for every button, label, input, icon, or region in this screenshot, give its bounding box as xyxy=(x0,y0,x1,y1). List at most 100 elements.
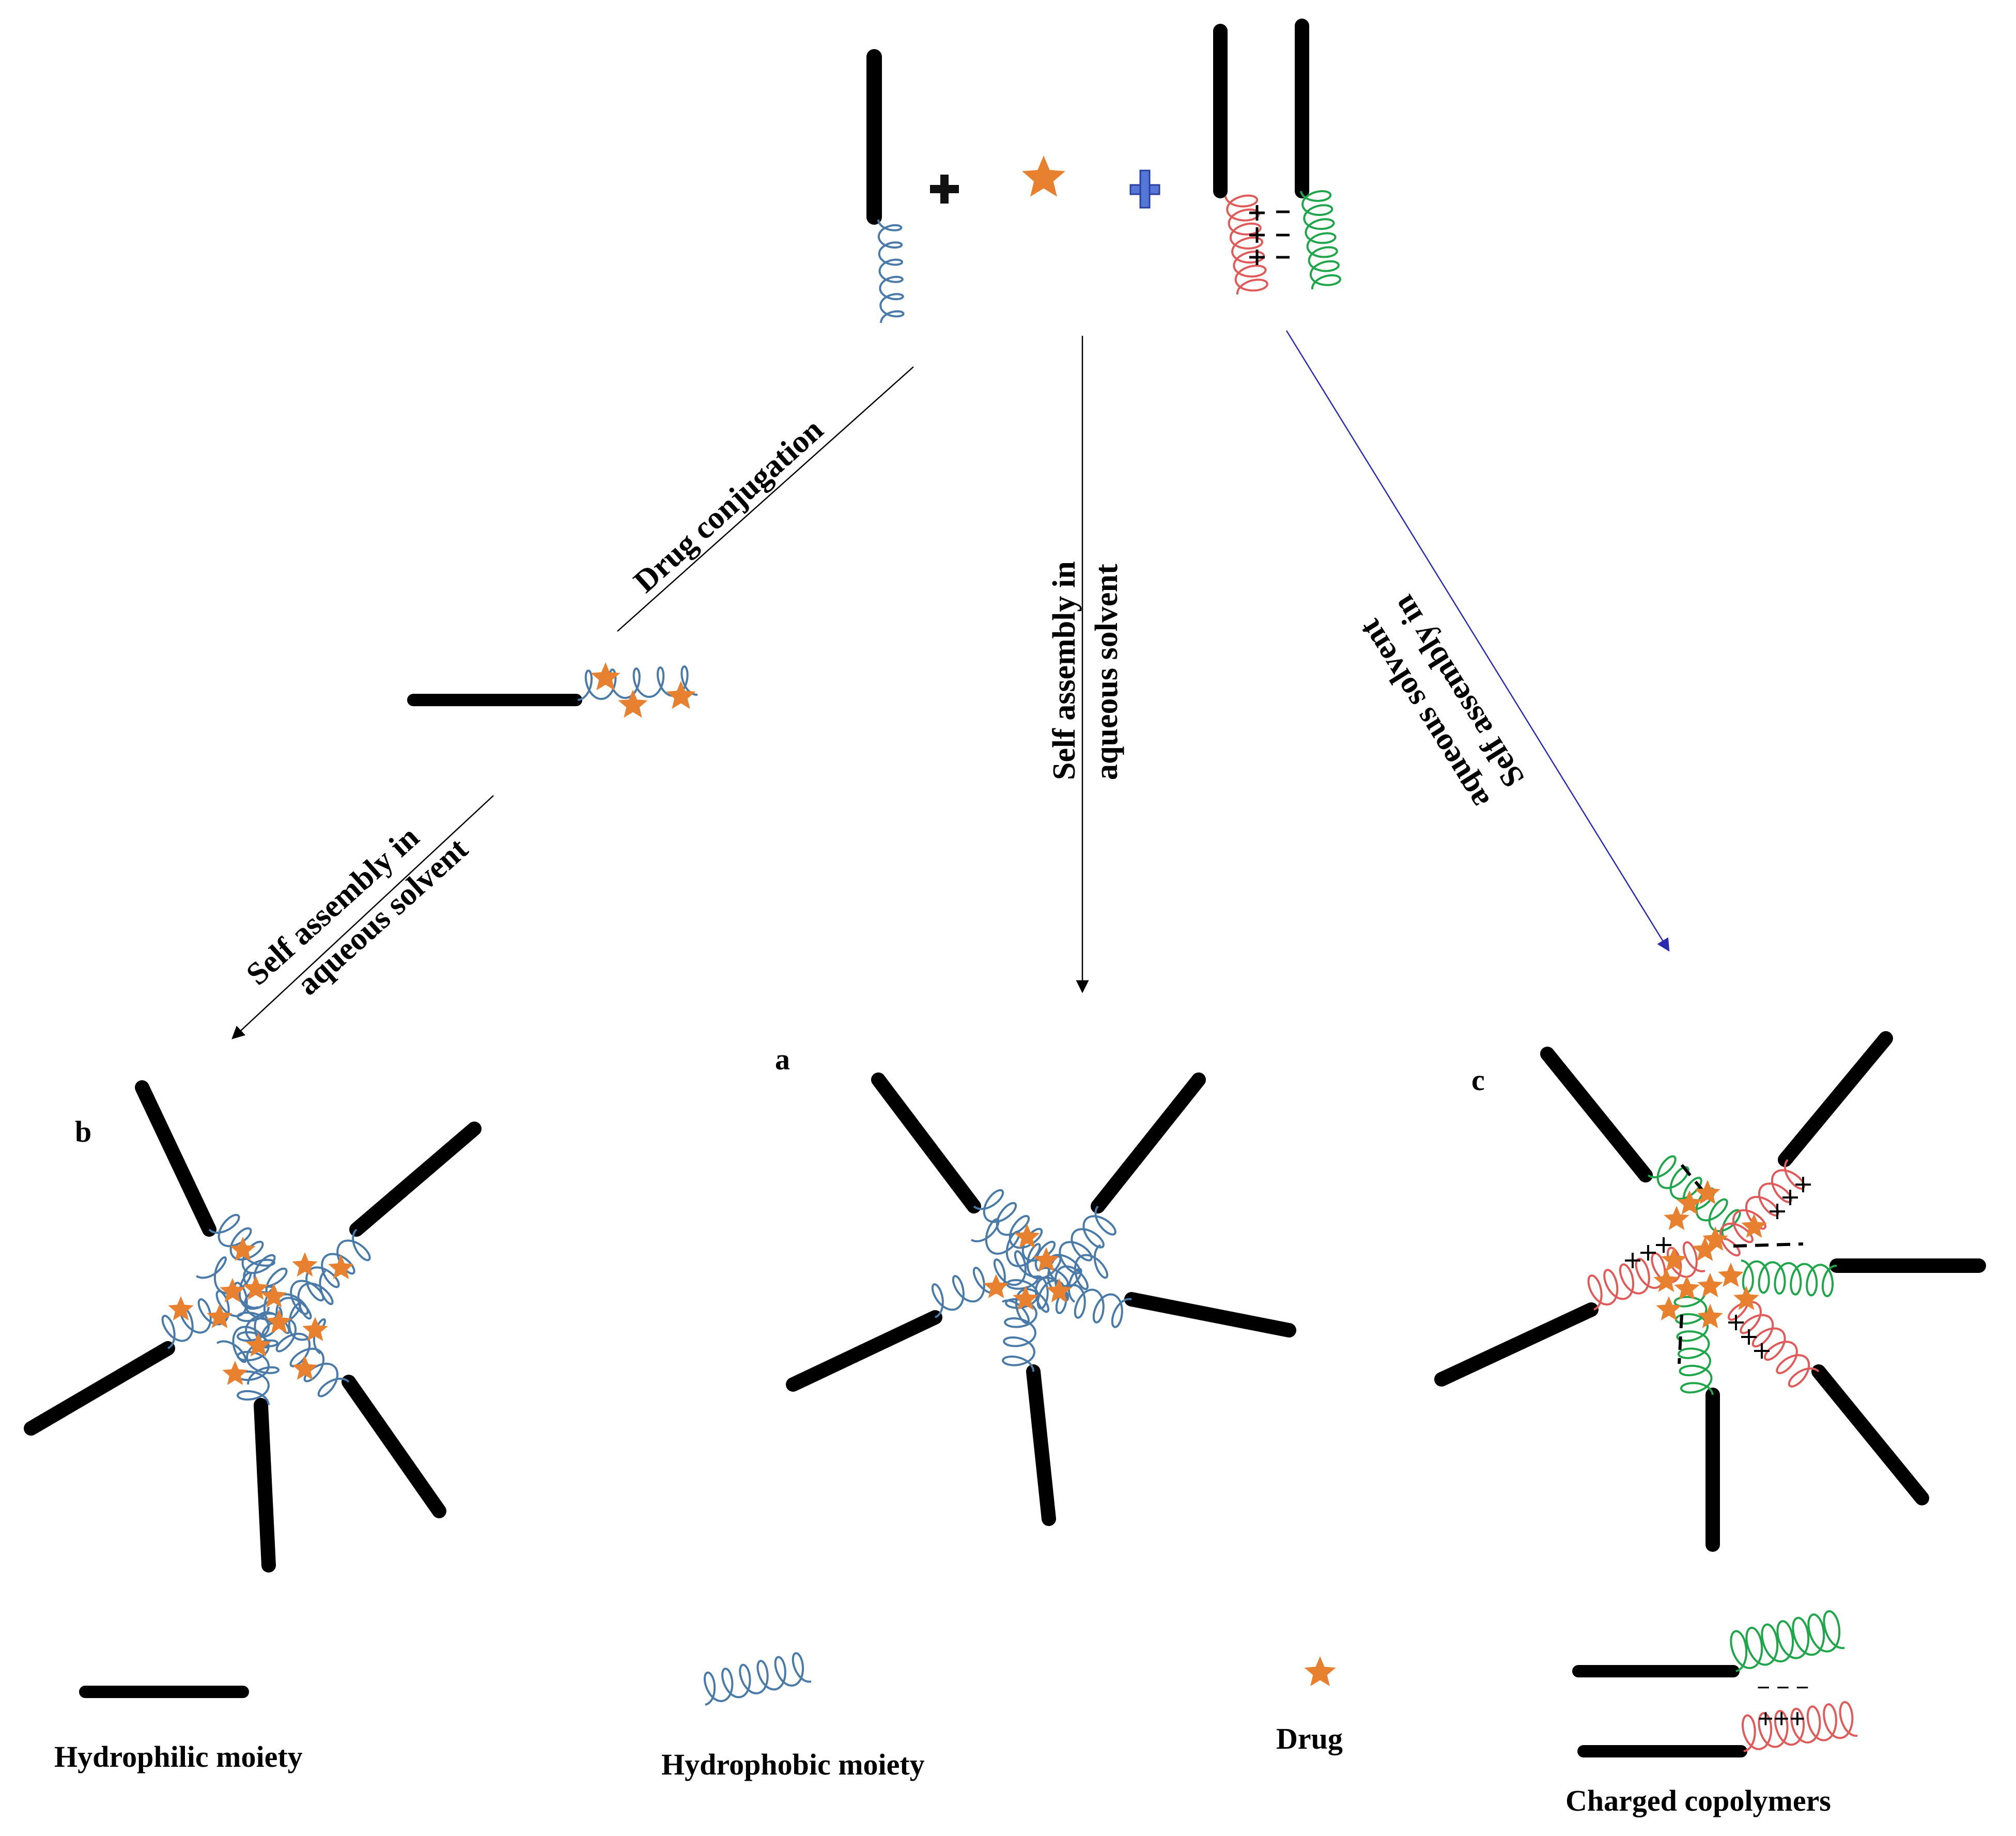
drug-star xyxy=(1697,1273,1723,1297)
svg-text:aqueous solvent: aqueous solvent xyxy=(1089,564,1124,780)
hydrophobic-coil xyxy=(703,1652,812,1706)
legend-hydrophobic: Hydrophobic moiety xyxy=(661,1652,925,1781)
svg-text:Self assembly in: Self assembly in xyxy=(1047,561,1082,780)
anionic-coil xyxy=(1647,1155,1741,1241)
drug-star xyxy=(1677,1190,1702,1215)
drug-star xyxy=(243,1275,269,1300)
cationic-coil xyxy=(1224,194,1268,294)
drug-star xyxy=(220,1278,245,1302)
diblock-copolymer-top xyxy=(866,49,905,323)
drug-cluster xyxy=(983,1224,1072,1310)
drug-star xyxy=(1022,155,1065,197)
anionic-coil xyxy=(1300,190,1342,289)
cationic-coil xyxy=(1587,1241,1705,1311)
drug-star xyxy=(1656,1296,1682,1320)
drug-star xyxy=(1674,1275,1700,1300)
legend-charged-copolymers: − − − +++ Charged copolymers xyxy=(1565,1610,1857,1817)
drug-star xyxy=(1014,1224,1040,1248)
hydrophobic-coil xyxy=(577,665,698,701)
plus-icon xyxy=(1129,169,1160,209)
drug-star xyxy=(1718,1263,1744,1287)
hydrophobic-coil xyxy=(1002,1275,1040,1372)
drug-star xyxy=(591,662,621,691)
drug-star xyxy=(328,1255,354,1279)
hydrophobic-coil xyxy=(931,1250,1039,1318)
svg-text:Hydrophobic moiety: Hydrophobic moiety xyxy=(661,1748,925,1781)
drug-star xyxy=(1692,1237,1718,1261)
drug-conjugation-line xyxy=(617,366,914,632)
panel-label-c: c xyxy=(1471,1063,1485,1097)
drug-star xyxy=(292,1356,318,1380)
drug-star xyxy=(1695,1180,1720,1204)
hydrophobic-coil xyxy=(1002,1244,1109,1325)
drug-star xyxy=(1033,1247,1059,1271)
svg-text:− − −: − − − xyxy=(1757,1674,1809,1701)
drug-star xyxy=(618,690,648,718)
drug-conjugation-label: Drug conjugation xyxy=(627,412,830,600)
svg-text:Charged copolymers: Charged copolymers xyxy=(1565,1784,1831,1817)
drug-star xyxy=(1733,1286,1759,1310)
drug-star xyxy=(591,662,621,691)
svg-text:+++: +++ xyxy=(1758,1703,1805,1734)
drug-star xyxy=(1697,1304,1723,1328)
drug-star xyxy=(1653,1268,1679,1292)
drug-star xyxy=(168,1296,194,1320)
star-icon xyxy=(1304,1656,1336,1686)
hydrophobic-coil xyxy=(877,219,905,323)
drug-star xyxy=(983,1274,1009,1298)
drug-star xyxy=(1741,1213,1767,1238)
hydrophobic-core xyxy=(931,1189,1132,1372)
drug-cluster xyxy=(168,1237,354,1385)
hydrophobic-coil xyxy=(216,1270,334,1363)
drug-star xyxy=(261,1283,287,1308)
drug-star xyxy=(1702,1226,1728,1251)
hydrophobic-core xyxy=(161,1213,371,1406)
anionic-coil xyxy=(1741,1259,1837,1298)
drug-star xyxy=(666,681,696,709)
cationic-coil xyxy=(1709,1159,1805,1257)
hydrophobic-coil xyxy=(278,1228,371,1315)
drug-star xyxy=(1013,1286,1038,1310)
panel-label-a: a xyxy=(775,1043,790,1076)
drug-star xyxy=(230,1237,256,1261)
cationic-coil xyxy=(1727,1290,1820,1388)
drug-star xyxy=(1046,1278,1072,1302)
drug-star xyxy=(207,1304,232,1328)
drug-star xyxy=(302,1317,328,1341)
star-icon xyxy=(1022,155,1065,197)
charge-marks xyxy=(1249,205,1290,265)
core-plus-marks xyxy=(1625,1177,1811,1359)
drug-star xyxy=(1304,1656,1336,1686)
drug-star xyxy=(618,690,648,718)
legend-drug: Drug xyxy=(1276,1656,1343,1755)
self-assembly-right-label: Self assembly in aqueous solvent xyxy=(1352,589,1531,815)
micelle-c xyxy=(1434,1031,1986,1552)
right-arrow xyxy=(1285,330,1670,952)
hydrophobic-coil xyxy=(161,1282,259,1349)
drug-star xyxy=(266,1309,292,1333)
drug-conjugated-copolymer xyxy=(407,662,698,718)
svg-text:Drug: Drug xyxy=(1276,1722,1343,1755)
drug-star xyxy=(666,681,696,709)
self-assembly-left-label: Self assembly in aqueous solvent xyxy=(240,819,475,1002)
svg-text:Hydrophilic moiety: Hydrophilic moiety xyxy=(54,1740,303,1773)
micelle-b xyxy=(24,1080,482,1573)
charged-copolymer-pair-top xyxy=(1213,19,1342,294)
hydrophobic-coil xyxy=(1036,1275,1132,1328)
plus-icon xyxy=(930,175,959,204)
drug-star xyxy=(1661,1247,1687,1271)
drug-star xyxy=(292,1252,318,1277)
cationic-coil xyxy=(1741,1701,1857,1752)
drug-star xyxy=(245,1332,271,1357)
anionic-coil xyxy=(1730,1610,1845,1672)
core-charge-marks xyxy=(1678,1164,1804,1364)
micelle-a xyxy=(786,1072,1296,1526)
panel-label-b: b xyxy=(75,1115,91,1148)
legend-hydrophilic: Hydrophilic moiety xyxy=(54,1686,303,1773)
hydrophobic-coil xyxy=(236,1306,270,1406)
drug-star xyxy=(222,1361,248,1385)
left-arrow xyxy=(231,795,494,1039)
anionic-coil xyxy=(1673,1291,1714,1395)
self-assembly-middle-label: Self assembly in aqueous solvent xyxy=(1047,561,1124,780)
